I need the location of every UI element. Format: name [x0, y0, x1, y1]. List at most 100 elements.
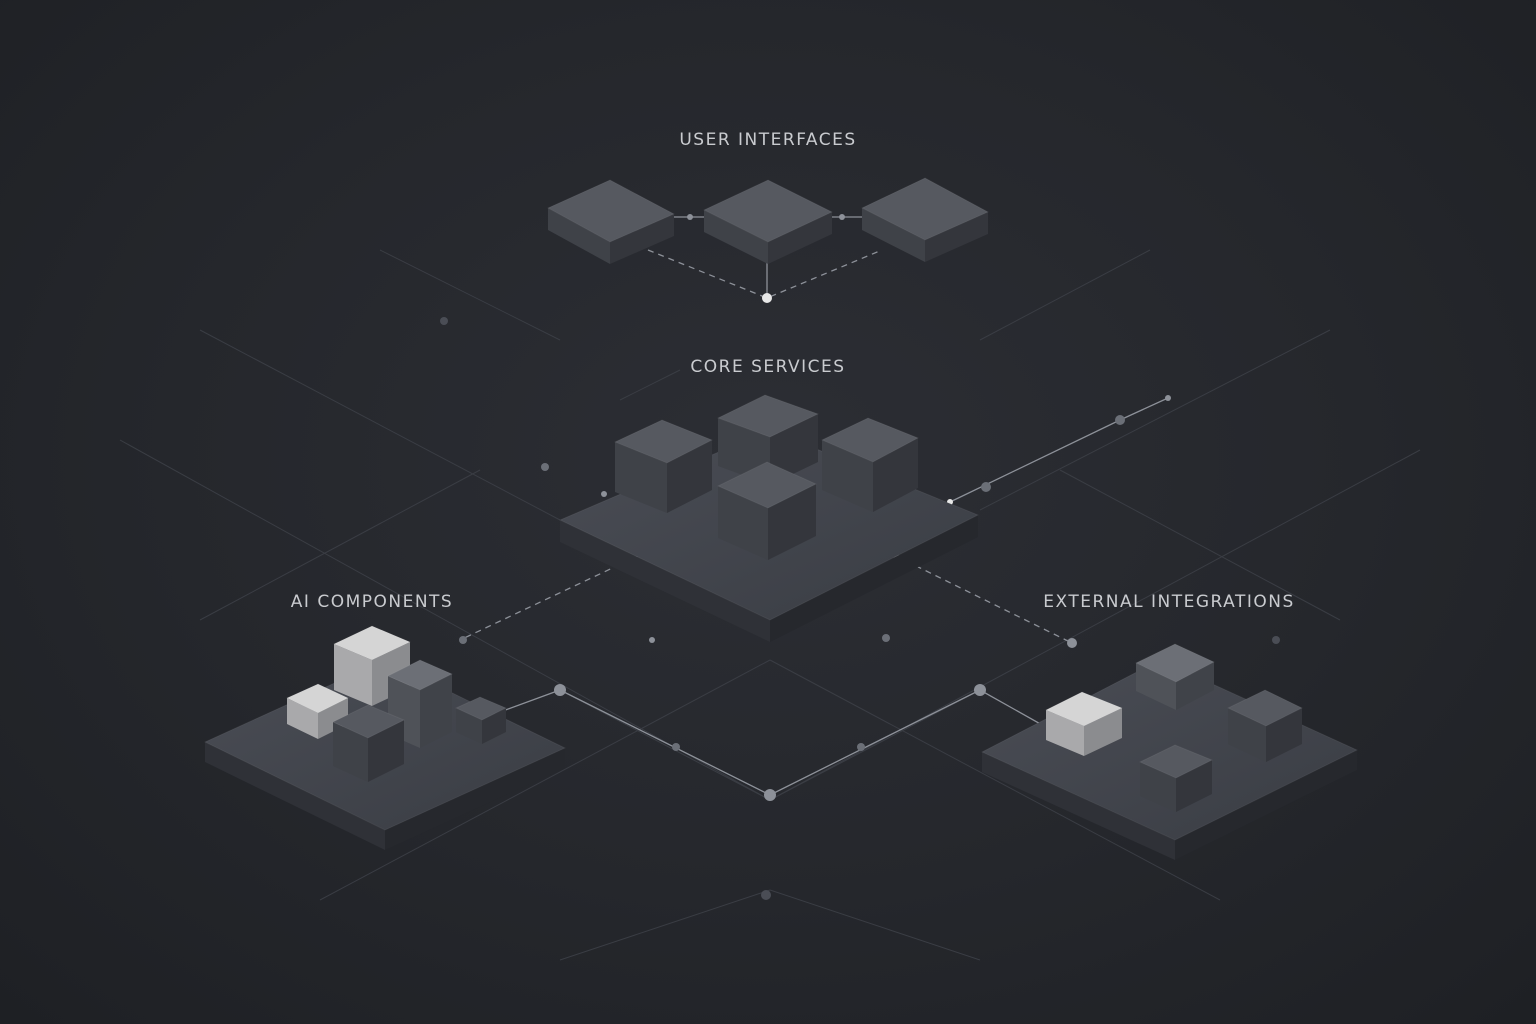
label-core-services: CORE SERVICES	[690, 357, 846, 377]
ext-block-front-top-face	[1138, 744, 1214, 779]
connector-node	[764, 789, 776, 801]
ext-block-right-top-face	[1226, 689, 1304, 727]
connector-node	[974, 684, 986, 696]
core-block-front-left-face	[718, 486, 768, 560]
core-services-platform-left-face	[560, 520, 770, 642]
ext-block-back-top-face	[1134, 643, 1216, 683]
connector-node	[440, 317, 448, 325]
ext-block-back	[1134, 643, 1216, 710]
ai-block-small-right	[454, 696, 508, 744]
ext-block-right	[1226, 689, 1304, 762]
grid-line	[559, 889, 771, 961]
ext-block-back-left-face	[1136, 663, 1176, 710]
ai-bus-line	[499, 689, 1061, 796]
core-block-right-left-face	[822, 440, 873, 512]
external-integrations-platform-right-face	[1175, 750, 1357, 860]
connector-node	[839, 214, 845, 220]
ai-components-platform-left-face	[205, 742, 385, 850]
grid-line	[319, 659, 771, 901]
ext-block-left-light-left-face	[1046, 710, 1084, 756]
ui-block-1-left-face	[548, 208, 610, 264]
connector-node	[687, 214, 693, 220]
ext-block-left-light-top-face	[1044, 691, 1124, 727]
core-block-left	[613, 419, 714, 513]
ext-block-left-light-right-face	[1084, 708, 1122, 756]
ai-block-small-light-top-face	[285, 683, 350, 714]
grid-line	[769, 689, 981, 801]
ai-block-tall-light	[332, 625, 412, 706]
ai-block-front	[331, 704, 406, 782]
ext-block-front-right-face	[1176, 760, 1212, 812]
connector-node	[761, 890, 771, 900]
ui-block-3-right-face	[925, 212, 988, 262]
ai-block-mid-right-face	[420, 674, 452, 748]
ai-block-front-top-face	[331, 704, 406, 739]
connector-node	[1165, 395, 1171, 401]
connector-node	[882, 634, 890, 642]
ai-block-small-light-left-face	[287, 698, 318, 739]
blocks	[285, 177, 1304, 812]
ai-block-small-light	[285, 683, 350, 739]
core-block-front-top-face	[716, 461, 818, 509]
ui-block-3-left-face	[862, 208, 925, 262]
ui-block-2	[702, 179, 834, 264]
core-block-back-right-face	[770, 414, 818, 485]
ui-block-2-right-face	[768, 212, 832, 264]
ui-dashed-line	[647, 249, 883, 299]
ext-block-left-light	[1044, 691, 1124, 756]
ai-block-tall-light-left-face	[334, 644, 372, 706]
grid-line	[979, 329, 1331, 511]
core-to-ai-dashed-line	[459, 554, 641, 641]
external-integrations-platform-left-face	[982, 752, 1175, 860]
connector-node	[601, 491, 607, 497]
ui-block-2-top-face	[702, 179, 834, 243]
connector-node	[459, 636, 467, 644]
ai-block-small-right-top-face	[454, 696, 508, 721]
connector-node	[649, 637, 655, 643]
grid-line	[769, 889, 981, 961]
connector-node	[981, 482, 991, 492]
grid-line	[199, 329, 561, 521]
grid-line	[769, 659, 1221, 901]
core-block-right-top-face	[820, 417, 920, 463]
core-block-left-left-face	[615, 442, 667, 513]
core-block-left-right-face	[667, 440, 712, 513]
ai-block-front-left-face	[333, 722, 368, 782]
ui-block-3-top-face	[860, 177, 990, 241]
ui-block-1-right-face	[610, 214, 674, 264]
label-ai-components: AI COMPONENTS	[290, 592, 454, 612]
ui-block-2-left-face	[704, 210, 768, 264]
core-services-platform-right-face	[770, 515, 978, 642]
core-block-left-top-face	[613, 419, 714, 464]
ext-block-front-left-face	[1140, 762, 1176, 812]
label-external-integrations: EXTERNAL INTEGRATIONS	[1043, 592, 1295, 612]
ui-block-3	[860, 177, 990, 262]
ext-block-back-right-face	[1176, 662, 1214, 710]
connector-node	[857, 743, 865, 751]
core-block-right-right-face	[873, 438, 918, 512]
grid-line	[1059, 469, 1341, 621]
ai-block-small-light-right-face	[318, 698, 348, 739]
ui-block-1-top-face	[546, 179, 676, 243]
grid-line	[119, 439, 771, 801]
grid-line	[379, 249, 561, 341]
core-block-right	[820, 417, 920, 512]
core-block-front-right-face	[768, 484, 816, 560]
connector-node	[1272, 636, 1280, 644]
ai-block-tall-light-top-face	[332, 625, 412, 661]
core-block-front	[716, 461, 818, 560]
ai-block-mid-top-face	[386, 659, 454, 691]
grid-line	[199, 469, 481, 621]
background-grid	[119, 249, 1421, 961]
core-block-back-top-face	[716, 394, 820, 438]
connector-nodes	[440, 214, 1280, 900]
ai-components-platform-right-face	[385, 748, 565, 850]
connector-node	[1115, 415, 1125, 425]
connector-node	[1067, 638, 1077, 648]
grid-line	[979, 249, 1151, 341]
ext-block-front	[1138, 744, 1214, 812]
grid-line	[619, 369, 681, 401]
connector-node	[672, 743, 680, 751]
